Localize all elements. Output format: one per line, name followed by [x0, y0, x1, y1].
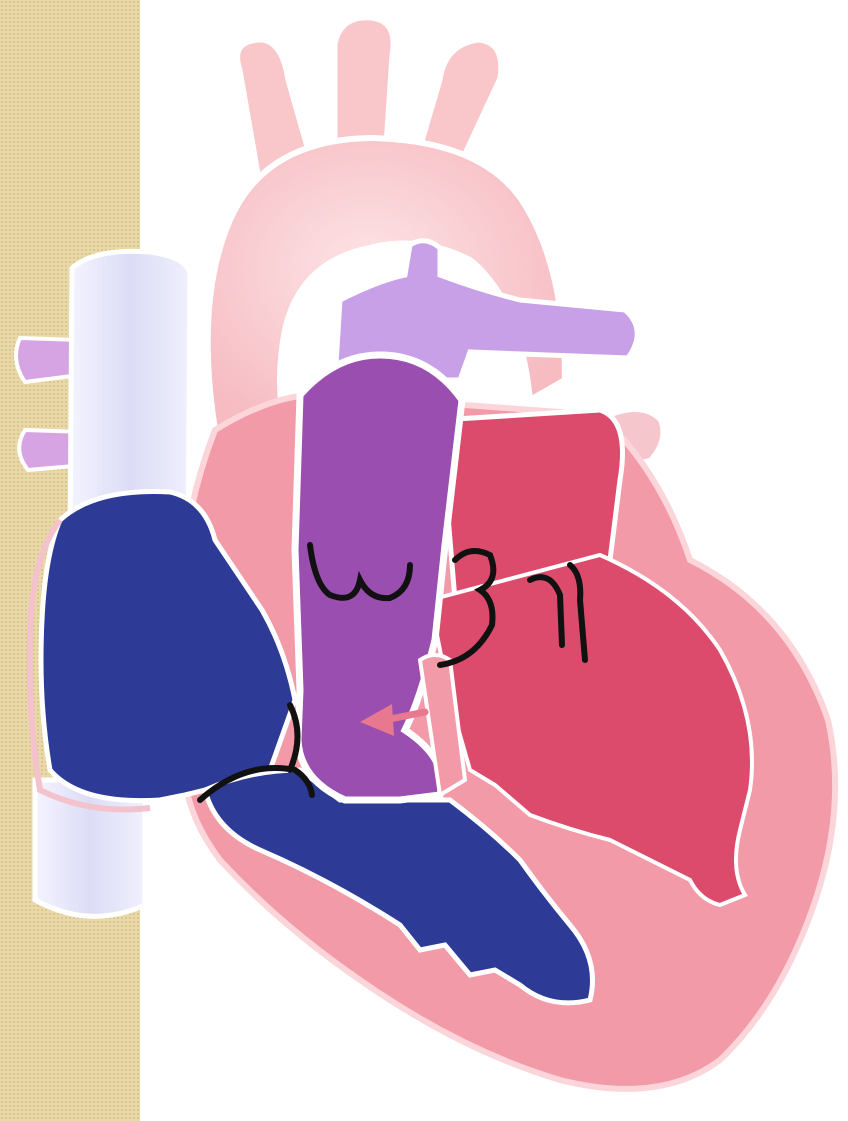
heart-diagram: [0, 0, 848, 1121]
